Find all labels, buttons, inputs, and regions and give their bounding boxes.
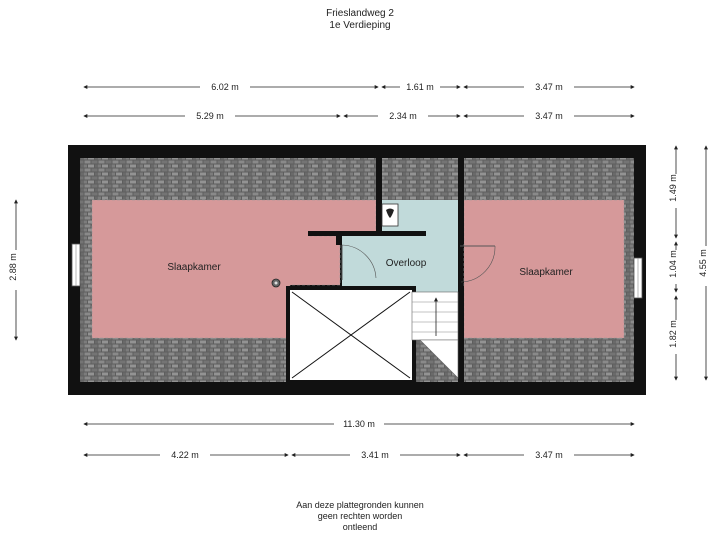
dimension-right-total: 4.55 m xyxy=(698,145,712,381)
door-left-bedroom xyxy=(341,244,377,280)
staircase xyxy=(411,291,459,379)
dimension-bottom-total: 11.30 m xyxy=(83,418,635,430)
wall-landing-left xyxy=(376,158,382,236)
roof-tiles-left-bottom xyxy=(80,338,290,382)
disclaimer-line3: ontleend xyxy=(342,522,378,532)
dim-bottom-b: 3.41 m xyxy=(361,450,389,460)
dim-top1-c: 3.47 m xyxy=(535,82,563,92)
void-cross-b xyxy=(291,291,411,379)
roof-tiles-center-top xyxy=(382,158,458,200)
disclaimer-line1: Aan deze plattegronden kunnen xyxy=(296,500,424,510)
dimension-right-segments: 1.49 m 1.04 m 1.82 m xyxy=(668,145,682,381)
dim-top1-b: 1.61 m xyxy=(406,82,434,92)
wall-landing-right-upper xyxy=(458,158,464,244)
dimension-top-row1: 6.02 m 1.61 m 3.47 m xyxy=(83,81,635,93)
dim-right-seg1: 1.49 m xyxy=(668,174,678,202)
roof-tiles-right-side xyxy=(624,195,634,343)
dim-bottom-a: 4.22 m xyxy=(171,450,199,460)
smoke-detector-icon xyxy=(271,278,281,288)
plan-floor-label: 1e Verdieping xyxy=(329,20,391,31)
room-label-landing: Overloop xyxy=(386,258,427,269)
bedroom-right-floor xyxy=(463,199,625,339)
roof-tiles-right-bottom xyxy=(464,338,634,382)
dimension-top-row2: 5.29 m 2.34 m 3.47 m xyxy=(83,110,635,122)
dim-bottom-c: 3.47 m xyxy=(535,450,563,460)
dim-left-height: 2.88 m xyxy=(8,253,18,281)
roof-tiles-left-side xyxy=(80,195,92,343)
dim-top2-b: 2.34 m xyxy=(389,111,417,121)
dim-top2-c: 3.47 m xyxy=(535,111,563,121)
dim-right-total: 4.55 m xyxy=(698,249,708,277)
wall-landing-top xyxy=(308,231,426,236)
room-label-bedroom-left: Slaapkamer xyxy=(167,262,221,273)
door-right-bedroom xyxy=(460,245,496,283)
dim-right-seg3: 1.82 m xyxy=(668,320,678,348)
toilet-icon xyxy=(381,203,399,227)
dimension-bottom-row: 4.22 m 3.41 m 3.47 m xyxy=(83,449,635,461)
roof-tiles-right-top xyxy=(464,158,634,200)
disclaimer-line2: geen rechten worden xyxy=(317,511,403,521)
wall-door-post xyxy=(336,231,341,245)
dimension-left: 2.88 m xyxy=(8,199,22,341)
roof-tiles-left-top xyxy=(80,158,376,200)
dim-right-seg2: 1.04 m xyxy=(668,250,678,278)
dim-top2-a: 5.29 m xyxy=(196,111,224,121)
room-label-bedroom-right: Slaapkamer xyxy=(519,267,573,278)
plan-address: Frieslandweg 2 xyxy=(326,8,394,19)
dim-top1-a: 6.02 m xyxy=(211,82,239,92)
wall-landing-right-lower xyxy=(458,286,464,382)
disclaimer: Aan deze plattegronden kunnen geen recht… xyxy=(0,500,720,533)
dim-bottom-total: 11.30 m xyxy=(343,419,375,429)
